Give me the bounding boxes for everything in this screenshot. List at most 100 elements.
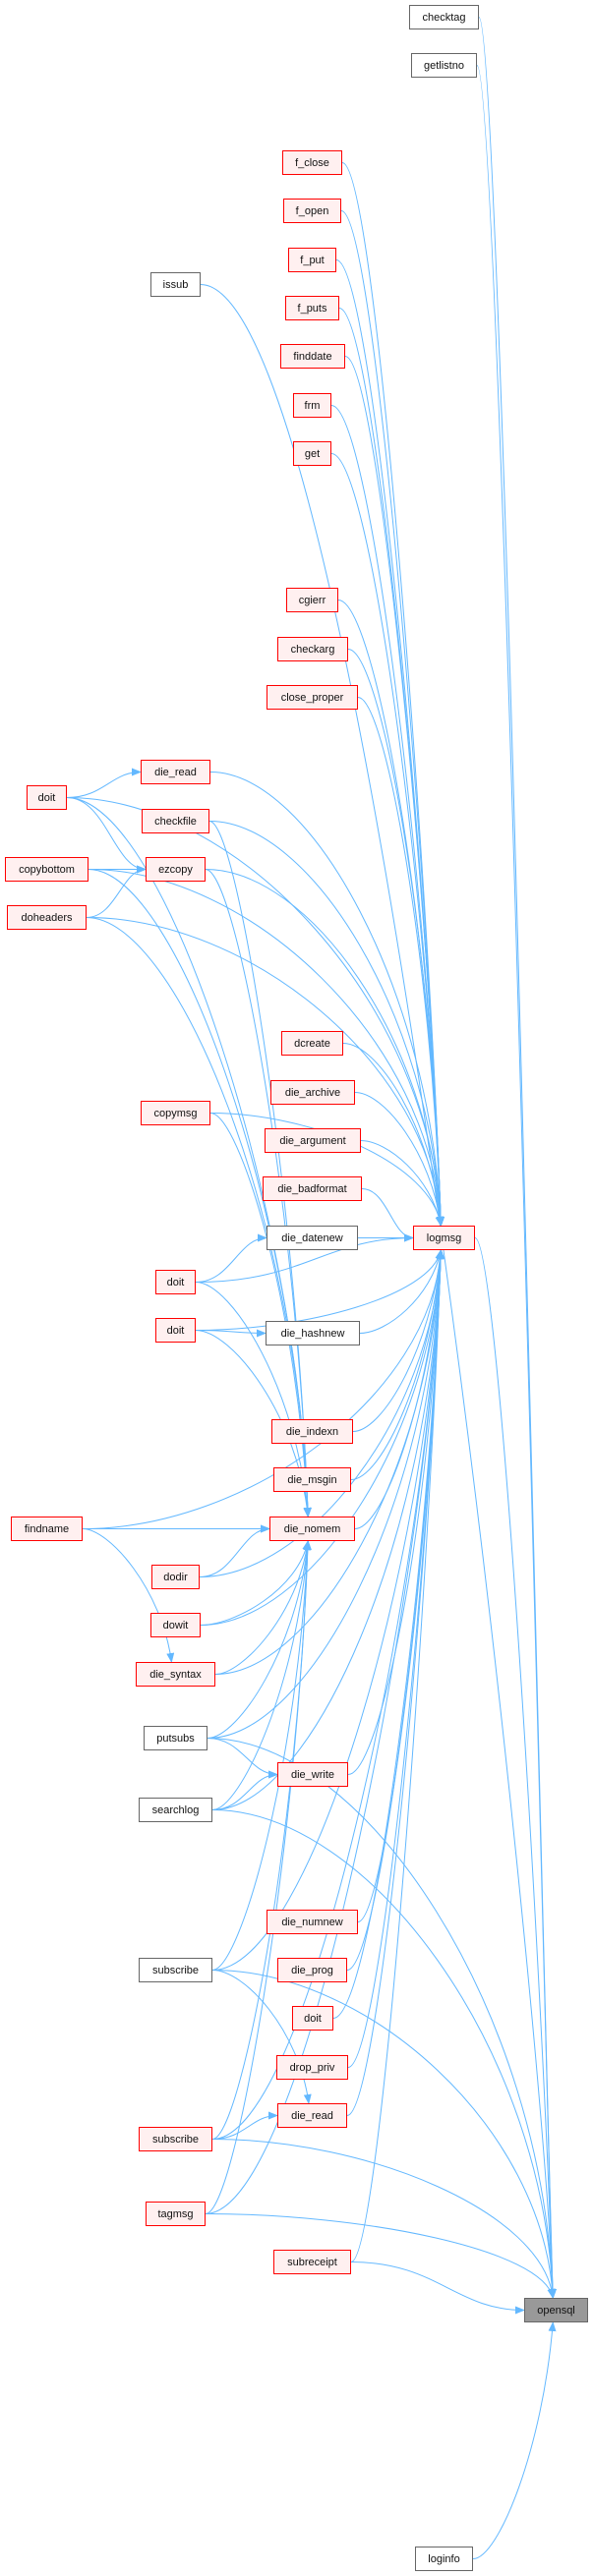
node-close-proper[interactable]: close_proper — [267, 685, 358, 710]
edge-doit4-to-logmsg — [332, 1249, 445, 2019]
edge-die_badformat-to-logmsg — [361, 1188, 414, 1242]
node-subscribe1[interactable]: subscribe — [139, 1958, 212, 1982]
node-cgierr[interactable]: cgierr — [286, 588, 338, 612]
node-f-puts[interactable]: f_puts — [285, 296, 339, 320]
edge-die_archive-to-logmsg — [354, 1092, 445, 1227]
edge-checktag-to-opensql — [478, 17, 557, 2299]
node-die-argument[interactable]: die_argument — [265, 1128, 361, 1153]
node-getlistno[interactable]: getlistno — [411, 53, 477, 78]
node-putsubs[interactable]: putsubs — [144, 1726, 208, 1750]
node-doit4[interactable]: doit — [292, 2006, 333, 2031]
edge-die_syntax-to-die_nomem — [214, 1540, 311, 1675]
edge-subscribe2-to-opensql — [211, 2139, 557, 2299]
node-die-datenew[interactable]: die_datenew — [267, 1226, 358, 1250]
edge-doit1-to-die_read1 — [66, 768, 142, 798]
node-doit1[interactable]: doit — [27, 785, 67, 810]
node-doit2[interactable]: doit — [155, 1270, 196, 1294]
edge-subscribe1-to-die_nomem — [211, 1540, 312, 1971]
edge-findname-to-die_syntax — [82, 1528, 175, 1663]
node-dowit[interactable]: dowit — [150, 1613, 201, 1637]
edge-subscribe2-to-die_read2 — [211, 2111, 278, 2140]
node-doit3[interactable]: doit — [155, 1318, 196, 1343]
node-die-read2[interactable]: die_read — [277, 2103, 347, 2128]
node-drop-priv[interactable]: drop_priv — [276, 2055, 348, 2080]
edge-doit1-to-logmsg — [66, 797, 445, 1227]
node-subscribe2[interactable]: subscribe — [139, 2127, 212, 2151]
node-findname[interactable]: findname — [11, 1517, 83, 1541]
node-finddate[interactable]: finddate — [280, 344, 345, 369]
edge-tagmsg-to-logmsg — [205, 1249, 445, 2214]
edge-subscribe2-to-die_nomem — [211, 1540, 312, 2140]
edge-subreceipt-to-logmsg — [350, 1249, 445, 2262]
edge-die_read2-to-logmsg — [346, 1249, 445, 2116]
node-subreceipt[interactable]: subreceipt — [273, 2250, 351, 2274]
node-f-close[interactable]: f_close — [282, 150, 342, 175]
edge-doit3-to-logmsg — [195, 1249, 444, 1331]
node-loginfo[interactable]: loginfo — [415, 2547, 473, 2571]
node-logmsg[interactable]: logmsg — [413, 1226, 475, 1250]
edge-ezcopy-to-die_nomem — [205, 869, 312, 1517]
node-die-indexn[interactable]: die_indexn — [271, 1419, 353, 1444]
node-dodir[interactable]: dodir — [151, 1565, 200, 1589]
node-die-read1[interactable]: die_read — [141, 760, 210, 784]
edge-doit3-to-die_hashnew — [195, 1329, 267, 1338]
edge-die_syntax-to-logmsg — [214, 1249, 445, 1675]
node-checkfile[interactable]: checkfile — [142, 809, 209, 833]
node-die-syntax[interactable]: die_syntax — [136, 1662, 215, 1687]
node-die-msgin[interactable]: die_msgin — [273, 1467, 351, 1492]
edge-subreceipt-to-opensql — [350, 2261, 525, 2315]
edge-die_write-to-logmsg — [347, 1249, 445, 1775]
node-checktag[interactable]: checktag — [409, 5, 479, 29]
node-copybottom[interactable]: copybottom — [5, 857, 89, 882]
node-die-badformat[interactable]: die_badformat — [263, 1176, 362, 1201]
node-die-archive[interactable]: die_archive — [270, 1080, 355, 1105]
node-get[interactable]: get — [293, 441, 331, 466]
node-doheaders[interactable]: doheaders — [7, 905, 87, 930]
edge-subscribe1-to-opensql — [211, 1970, 557, 2299]
edge-ezcopy-to-logmsg — [205, 869, 445, 1227]
edge-searchlog-to-die_write — [211, 1770, 278, 1810]
edge-dcreate-to-logmsg — [342, 1043, 445, 1227]
edge-loginfo-to-opensql — [472, 2321, 557, 2559]
node-frm[interactable]: frm — [293, 393, 331, 418]
node-searchlog[interactable]: searchlog — [139, 1798, 212, 1822]
edge-searchlog-to-logmsg — [211, 1249, 445, 1810]
node-die-write[interactable]: die_write — [277, 1762, 348, 1787]
edge-finddate-to-logmsg — [344, 356, 445, 1227]
edge-dowit-to-logmsg — [200, 1249, 445, 1626]
edge-searchlog-to-opensql — [211, 1809, 557, 2299]
edge-f_open-to-logmsg — [340, 210, 445, 1227]
node-f-open[interactable]: f_open — [283, 199, 341, 223]
edge-searchlog-to-die_nomem — [211, 1540, 312, 1810]
node-copymsg[interactable]: copymsg — [141, 1101, 210, 1125]
node-ezcopy[interactable]: ezcopy — [146, 857, 206, 882]
node-die-hashnew[interactable]: die_hashnew — [266, 1321, 360, 1345]
edge-tagmsg-to-die_nomem — [205, 1540, 312, 2214]
node-f-put[interactable]: f_put — [288, 248, 336, 272]
edge-die_read1-to-logmsg — [209, 772, 445, 1227]
node-opensql: opensql — [524, 2298, 588, 2322]
edge-doit1-to-die_nomem — [66, 797, 312, 1517]
edge-dodir-to-logmsg — [199, 1249, 445, 1577]
edge-doit2-to-die_datenew — [195, 1233, 267, 1283]
edge-issub-to-opensql — [200, 284, 557, 2299]
node-die-nomem[interactable]: die_nomem — [269, 1517, 355, 1541]
edge-dowit-to-die_nomem — [200, 1540, 311, 1626]
node-dcreate[interactable]: dcreate — [281, 1031, 343, 1056]
edge-getlistno-to-opensql — [476, 65, 557, 2299]
edge-close_proper-to-logmsg — [357, 697, 445, 1227]
edge-checkarg-to-logmsg — [347, 649, 445, 1227]
edge-doit2-to-logmsg — [195, 1233, 414, 1283]
node-die-numnew[interactable]: die_numnew — [267, 1910, 358, 1934]
edge-dodir-to-die_nomem — [199, 1524, 270, 1577]
edge-findname-to-logmsg — [82, 1249, 445, 1529]
edge-putsubs-to-opensql — [207, 1738, 557, 2299]
edge-tagmsg-to-opensql — [205, 2213, 556, 2299]
edge-checkfile-to-logmsg — [208, 821, 445, 1227]
node-checkarg[interactable]: checkarg — [277, 637, 348, 661]
edge-die_hashnew-to-logmsg — [359, 1249, 444, 1334]
node-tagmsg[interactable]: tagmsg — [146, 2202, 206, 2226]
node-die-prog[interactable]: die_prog — [277, 1958, 347, 1982]
node-issub[interactable]: issub — [150, 272, 201, 297]
